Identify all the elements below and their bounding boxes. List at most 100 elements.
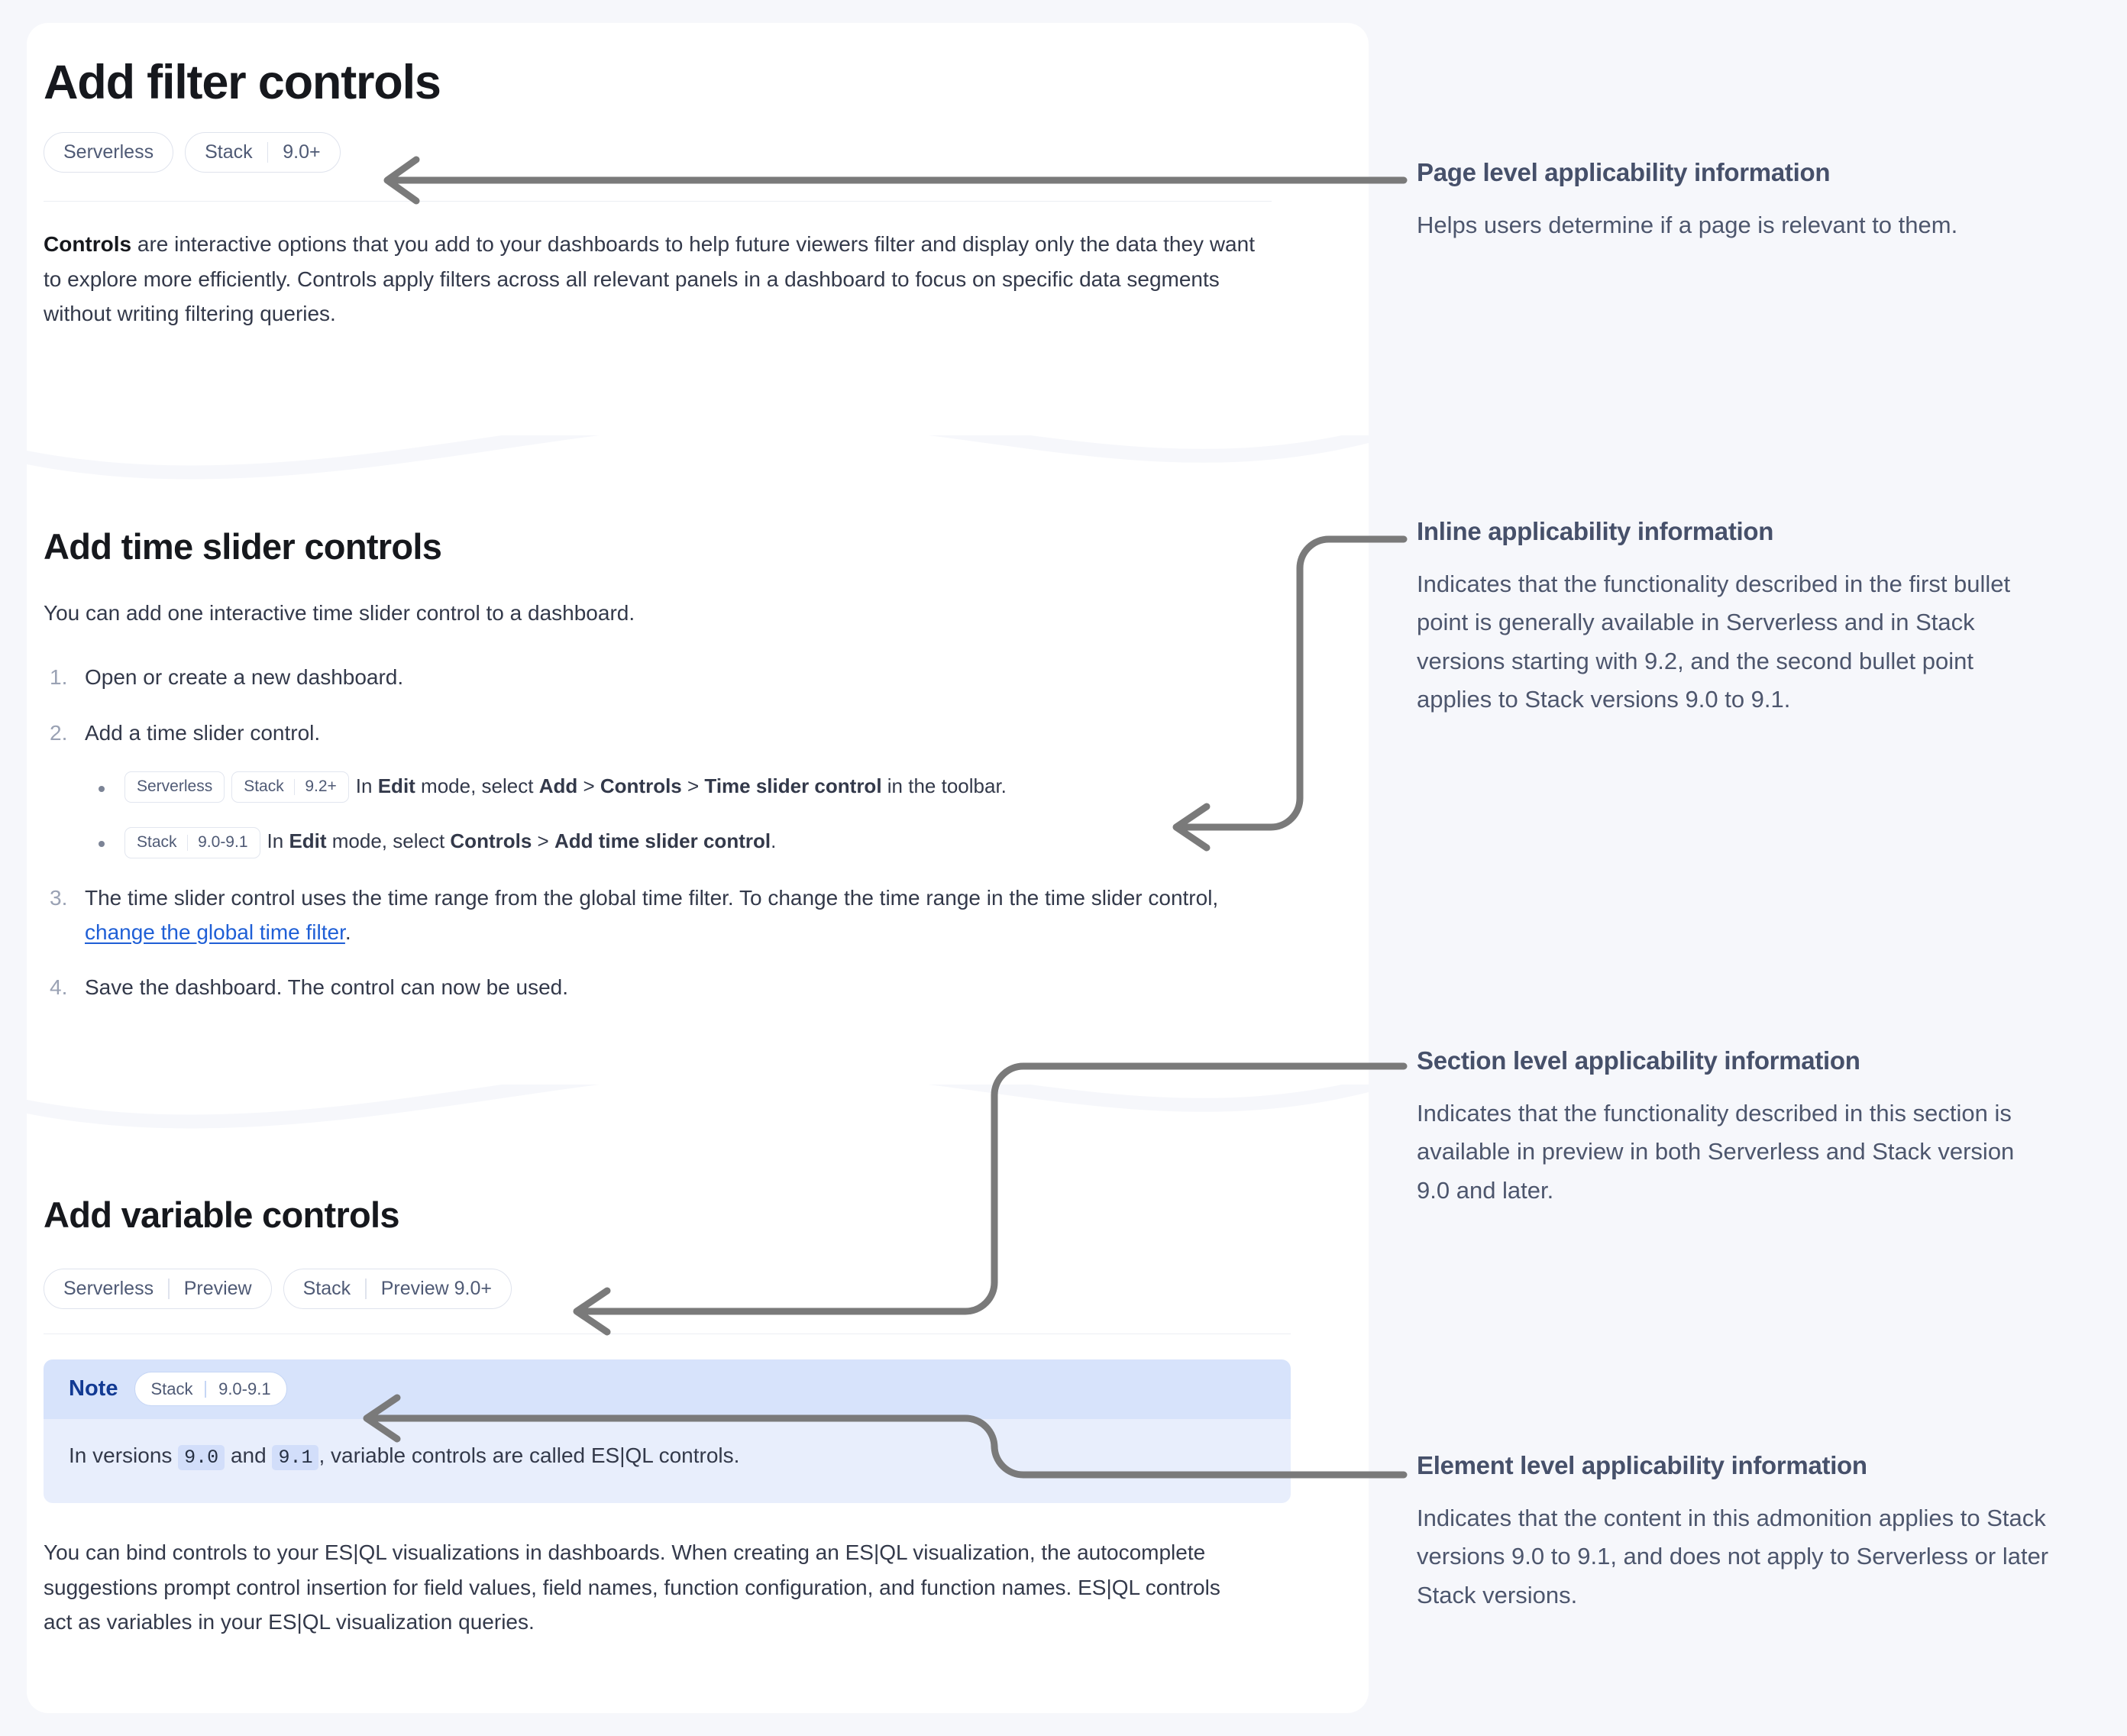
seg-bold: Edit [377,774,415,797]
annotation-title: Element level applicability information [1417,1451,1867,1479]
page-applicability-badges: Serverless Stack 9.0+ [44,132,1273,173]
annotation-section-level: Section level applicability information … [1417,1045,2051,1210]
badge-name: Serverless [63,1277,154,1299]
step-item: Add a time slider control. Serverless St… [44,716,1327,858]
seg: . [771,829,777,853]
intro-paragraph: Controls are interactive options that yo… [44,227,1258,331]
seg-bold: Time slider control [704,774,882,797]
seg: > [577,774,600,797]
substep-item: Stack 9.0-9.1 In Edit mode, select Contr… [85,826,1327,858]
inline-badge-stack[interactable]: Stack 9.2+ [231,771,349,803]
step-item: Open or create a new dashboard. [44,661,1327,695]
code-version-91: 9.1 [272,1444,319,1470]
badge-serverless[interactable]: Serverless [44,132,174,173]
badge-version: Preview 9.0+ [380,1277,492,1299]
intro-lead: Controls [44,232,132,257]
badge-separator [186,834,189,851]
note-admonition: Note Stack 9.0-9.1 In versions 9.0 and 9… [44,1359,1291,1504]
annotation-page-level: Page level applicability information Hel… [1417,157,2051,244]
substep-text: In Edit mode, select Add > Controls > Ti… [356,774,1007,797]
badge-version: 9.0-9.1 [218,1379,271,1398]
annotation-title: Inline applicability information [1417,517,1774,545]
section-applicability-badges: Serverless Preview Stack Preview 9.0+ [44,1268,1327,1309]
seg: in the toolbar. [881,774,1007,797]
step-text: Save the dashboard. The control can now … [85,975,569,1000]
badge-name: Serverless [137,777,213,796]
badge-name: Stack [302,1277,351,1299]
wave-divider-1 [27,397,1369,496]
note-label: Note [69,1376,118,1401]
note-text-post: , variable controls are called ES|QL con… [318,1443,740,1467]
intro-rest: are interactive options that you add to … [44,232,1255,325]
wave-divider-2 [27,1046,1369,1146]
annotation-body: Helps users determine if a page is relev… [1417,212,1958,239]
seg-bold: Controls [450,829,532,853]
seg: mode, select [326,829,451,853]
annotation-inline: Inline applicability information Indicat… [1417,516,2051,719]
step-text-tail: . [344,920,351,944]
note-header: Note Stack 9.0-9.1 [44,1359,1291,1419]
inline-badge-serverless[interactable]: Serverless [124,771,225,803]
badge-serverless-preview[interactable]: Serverless Preview [44,1268,272,1309]
time-slider-section: Add time slider controls You can add one… [44,527,1327,1026]
variable-controls-section: Add variable controls Serverless Preview… [44,1195,1327,1640]
badge-stack[interactable]: Stack 9.0+ [185,132,341,173]
badge-separator [168,1278,170,1299]
variable-controls-paragraph: You can bind controls to your ES|QL visu… [44,1540,1220,1634]
step-item: The time slider control uses the time ra… [44,881,1292,950]
badge-version: 9.0+ [283,141,321,163]
seg-bold: Add [538,774,578,797]
annotation-body: Indicates that the functionality describ… [1417,571,2011,713]
badge-name: Stack [244,777,284,796]
step-text: The time slider control uses the time ra… [85,885,1219,910]
badge-version: 9.0-9.1 [198,833,248,852]
annotation-body: Indicates that the content in this admon… [1417,1505,2049,1608]
seg: > [532,829,554,853]
seg-bold: Add time slider control [554,829,771,853]
note-text-mid: and [225,1443,273,1467]
section-title-variable-controls: Add variable controls [44,1195,400,1235]
annotation-title: Page level applicability information [1417,158,1831,186]
seg-bold: Edit [289,829,327,853]
code-version-90: 9.0 [178,1444,225,1470]
step-text: Add a time slider control. [85,720,321,745]
global-time-filter-link[interactable]: change the global time filter [85,920,345,944]
substep-list: Serverless Stack 9.2+ In Edit mode, sele… [85,771,1327,858]
badge-name: Serverless [63,141,154,163]
seg: mode, select [415,774,539,797]
time-slider-intro: You can add one interactive time slider … [44,600,635,625]
note-text-pre: In versions [69,1443,179,1467]
note-badge-stack[interactable]: Stack 9.0-9.1 [134,1372,287,1407]
badge-version: Preview [183,1277,252,1299]
badge-stack-preview[interactable]: Stack Preview 9.0+ [283,1268,512,1309]
badge-separator [267,142,269,163]
annotation-element-level: Element level applicability information … [1417,1450,2051,1615]
badge-separator [293,779,296,796]
inline-badge-stack[interactable]: Stack 9.0-9.1 [124,826,260,858]
badge-version: 9.2+ [305,777,337,796]
title-divider [44,201,1272,202]
page-title: Add filter controls [44,56,441,109]
badge-name: Stack [150,1379,193,1398]
seg: In [355,774,378,797]
time-slider-steps: Open or create a new dashboard. Add a ti… [44,661,1327,1005]
seg: > [681,774,705,797]
badge-name: Stack [205,141,253,163]
badge-separator [365,1278,367,1299]
badge-name: Stack [137,833,177,852]
seg: In [267,829,289,853]
note-text: In versions 9.0 and 9.1, variable contro… [69,1439,1266,1473]
doc-card-intro [27,23,1369,435]
step-text: Open or create a new dashboard. [85,665,404,690]
substep-text: In Edit mode, select Controls > Add time… [267,829,777,852]
section-title-time-slider: Add time slider controls [44,526,442,567]
intro-section: Add filter controls Serverless Stack 9.0… [44,57,1273,331]
annotation-body: Indicates that the functionality describ… [1417,1100,2015,1204]
annotation-title: Section level applicability information [1417,1046,1860,1075]
document-column: Add filter controls Serverless Stack 9.0… [27,23,1369,1713]
badge-separator [205,1380,207,1398]
substep-item: Serverless Stack 9.2+ In Edit mode, sele… [85,771,1327,803]
seg-bold: Controls [600,774,682,797]
step-item: Save the dashboard. The control can now … [44,971,1327,1005]
